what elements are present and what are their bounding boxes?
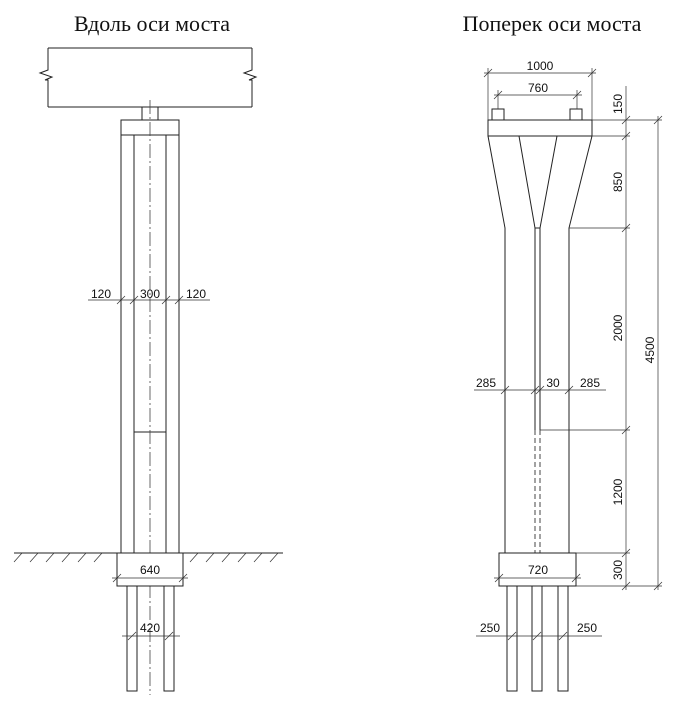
dim-total-text: 4500 [643, 336, 657, 363]
dim-col-right: 120 [186, 287, 206, 301]
superstructure-beam [38, 47, 258, 108]
title-right-view: Поперек оси моста [463, 11, 642, 36]
dim-upper-text: 2000 [611, 314, 625, 341]
bearing-left [491, 108, 505, 121]
dim-footing-width-text: 720 [528, 563, 548, 577]
dim-gap-text: 30 [546, 376, 560, 390]
right-view: 1000 760 150 [474, 59, 663, 692]
pier-column [120, 135, 180, 553]
piles [126, 585, 175, 692]
piles-right [506, 585, 569, 692]
dim-leg-left-text: 285 [476, 376, 496, 390]
title-left-view: Вдоль оси моста [74, 11, 230, 36]
bearing-right [569, 108, 583, 121]
dim-leg-right-text: 285 [580, 376, 600, 390]
footing [116, 552, 184, 587]
dim-col-mid: 300 [140, 287, 160, 301]
dim-cap-height-text: 150 [611, 94, 625, 114]
dim-pile-spacing-right [476, 631, 602, 641]
dim-pile-left-text: 250 [480, 621, 500, 635]
dim-leg-widths [474, 385, 606, 395]
dim-footing-width [112, 573, 188, 583]
dim-bearings-text: 760 [528, 81, 548, 95]
dim-cap-width [483, 68, 597, 120]
dim-cap-width-text: 1000 [527, 59, 554, 73]
dim-bearings [493, 90, 582, 109]
cap-beam [487, 119, 593, 137]
dim-col-left: 120 [91, 287, 111, 301]
dim-footing-height-text: 300 [611, 560, 625, 580]
dim-taper-text: 850 [611, 172, 625, 192]
dim-footing: 640 [140, 563, 160, 577]
dim-pile-spacing [122, 631, 180, 641]
dim-column-widths [88, 295, 210, 305]
dim-vertical-chain [540, 86, 663, 591]
dim-piles: 420 [140, 621, 160, 635]
dim-footing-width-right [494, 573, 581, 583]
dim-lower-text: 1200 [611, 478, 625, 505]
left-view: 120 300 120 640 420 [13, 47, 283, 695]
dim-pile-right-text: 250 [577, 621, 597, 635]
